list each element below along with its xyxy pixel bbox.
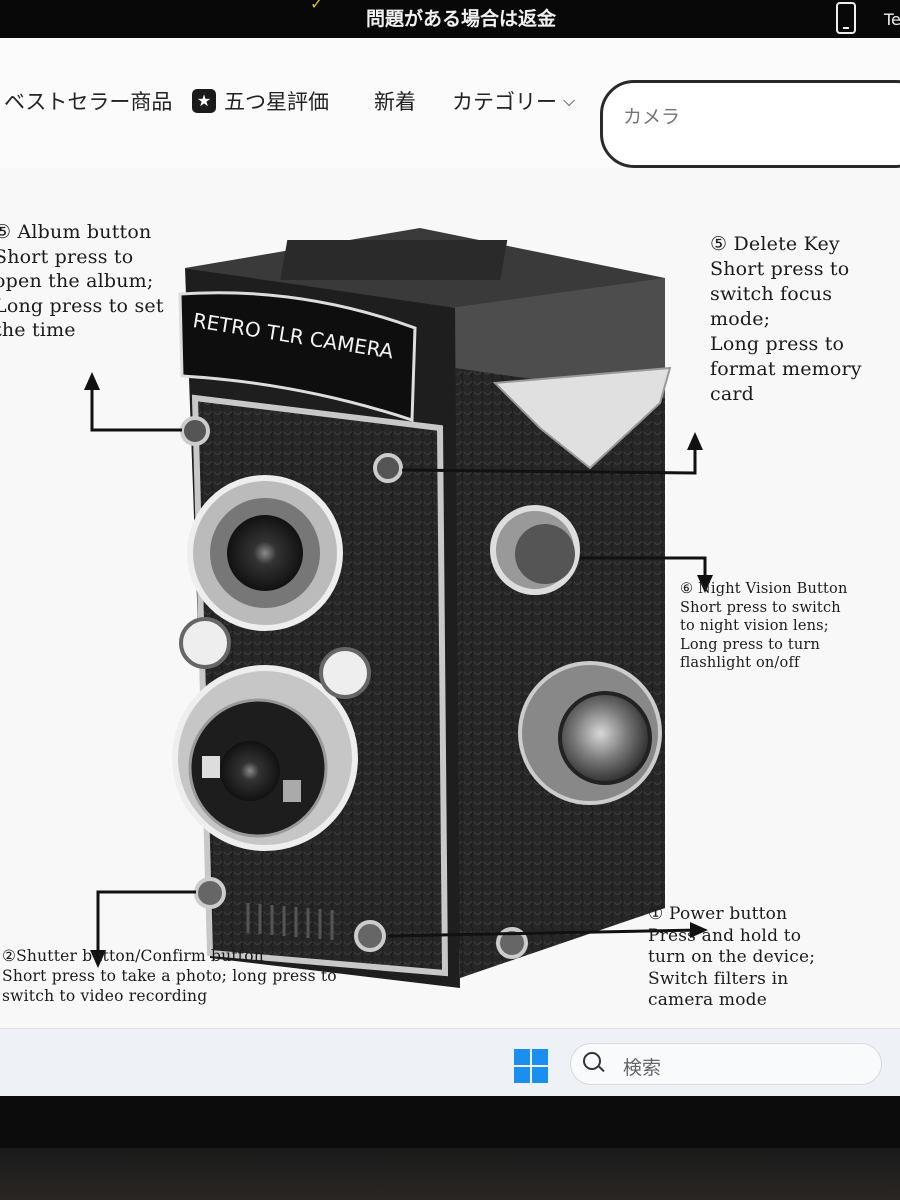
nav-category-label: カテゴリー	[452, 90, 557, 114]
delete-button[interactable]	[373, 453, 403, 483]
brand-plate	[178, 291, 417, 423]
monitor-bezel	[0, 1096, 900, 1200]
search-bar[interactable]	[600, 80, 900, 168]
focus-knob[interactable]	[558, 691, 652, 785]
nav-bestseller[interactable]: ベストセラー商品	[4, 90, 173, 114]
search-icon	[583, 1052, 601, 1070]
delete-key-annotation: ⑤ Delete Key Short press to switch focus…	[710, 233, 862, 405]
promo-text: 問題がある場合は返金	[366, 8, 557, 30]
power-button-front[interactable]	[354, 920, 386, 952]
star-icon: ★	[192, 89, 216, 113]
checkmark-icon: ✓	[310, 0, 324, 13]
taskbar-search[interactable]: 検索	[570, 1043, 882, 1085]
nav-category[interactable]: カテゴリー ⌵	[452, 86, 575, 116]
flash-window	[179, 617, 231, 669]
promo-bar: ✓ 問題がある場合は返金 Te	[0, 0, 900, 38]
category-nav: ベストセラー商品 ★ 五つ星評価 新着 カテゴリー ⌵	[0, 38, 900, 168]
phone-icon[interactable]	[836, 2, 856, 34]
camera-side-panel	[450, 278, 665, 978]
annotation-arrowheads	[84, 372, 713, 968]
windows-start-icon[interactable]	[514, 1049, 548, 1083]
shutter-button[interactable]	[194, 877, 226, 909]
power-button-annotation: ① Power button Press and hold to turn on…	[648, 904, 816, 1010]
taskbar-search-label: 検索	[623, 1057, 662, 1079]
speaker-grille	[246, 903, 334, 940]
nav-five-star-label: 五つ星評価	[224, 90, 329, 114]
chevron-down-icon: ⌵	[563, 91, 576, 110]
annotation-leaders	[90, 382, 707, 958]
browser-screen: ベストセラー商品 ★ 五つ星評価 新着 カテゴリー ⌵	[0, 38, 900, 1097]
camera-illustration: RETRO TLR CAMERA	[84, 228, 713, 988]
strap-lug	[492, 366, 672, 470]
product-image: RETRO TLR CAMERA	[0, 168, 900, 1028]
power-button[interactable]	[496, 927, 528, 959]
night-vision-annotation: ⑥ Night Vision Button Short press to swi…	[680, 581, 848, 671]
windows-taskbar: 検索	[0, 1028, 900, 1097]
nav-new-arrivals[interactable]: 新着	[374, 90, 416, 114]
nav-five-star[interactable]: ★ 五つ星評価	[192, 86, 329, 116]
album-button[interactable]	[180, 416, 210, 446]
shutter-button-annotation: ②Shutter button/Confirm button Short pre…	[2, 947, 337, 1005]
promo-right-text: Te	[884, 10, 900, 29]
light-window	[319, 647, 371, 699]
search-input[interactable]	[621, 105, 885, 129]
